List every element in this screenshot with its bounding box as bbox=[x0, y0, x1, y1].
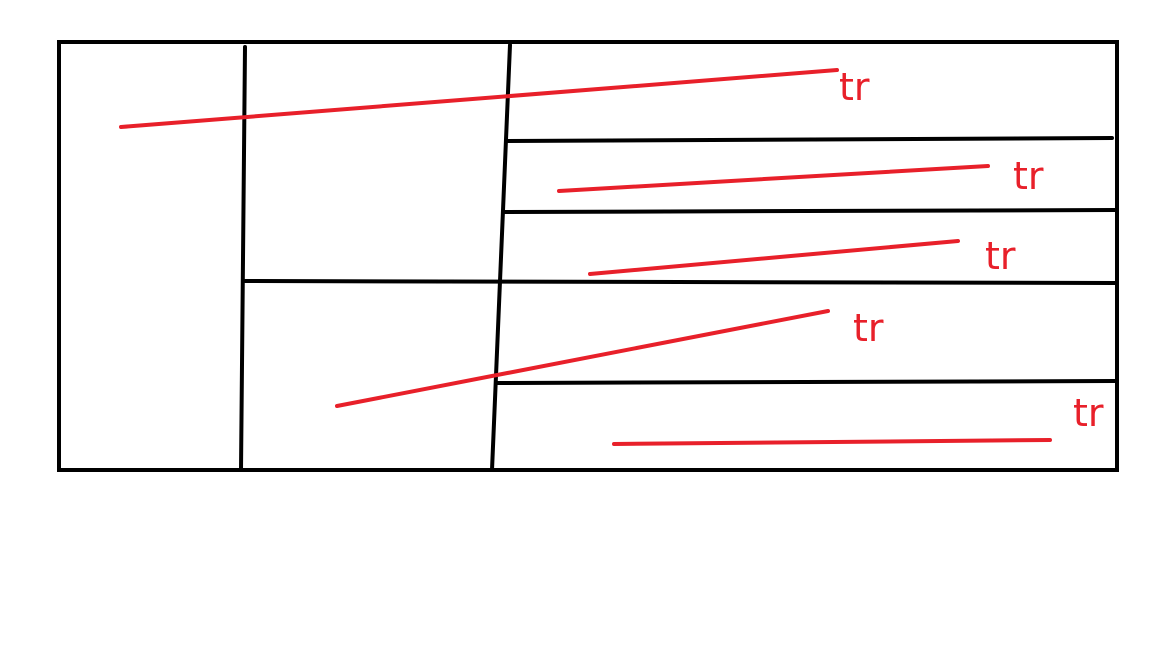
row-annotations: tr tr tr tr tr bbox=[119, 65, 1104, 446]
row-annotation-label-5: tr bbox=[1073, 391, 1104, 435]
row-annotation-stroke-1 bbox=[119, 68, 839, 129]
row-divider-2 bbox=[501, 208, 1117, 214]
column-divider-1 bbox=[239, 45, 247, 472]
row-divider-3 bbox=[243, 279, 1117, 285]
row-annotation-label-4: tr bbox=[853, 306, 884, 350]
row-annotation-stroke-5 bbox=[612, 438, 1052, 446]
row-divider-1 bbox=[506, 136, 1114, 143]
row-annotation-stroke-4 bbox=[335, 309, 830, 408]
row-annotation-label-2: tr bbox=[1013, 154, 1044, 198]
row-annotation-stroke-3 bbox=[588, 239, 960, 276]
table-outline bbox=[57, 40, 1119, 472]
column-divider-2 bbox=[490, 43, 512, 472]
row-divider-4 bbox=[494, 379, 1117, 385]
row-annotation-stroke-2 bbox=[557, 164, 990, 193]
row-annotation-label-1: tr bbox=[839, 65, 870, 109]
row-annotation-label-3: tr bbox=[985, 234, 1016, 278]
table-grid bbox=[57, 40, 1119, 472]
